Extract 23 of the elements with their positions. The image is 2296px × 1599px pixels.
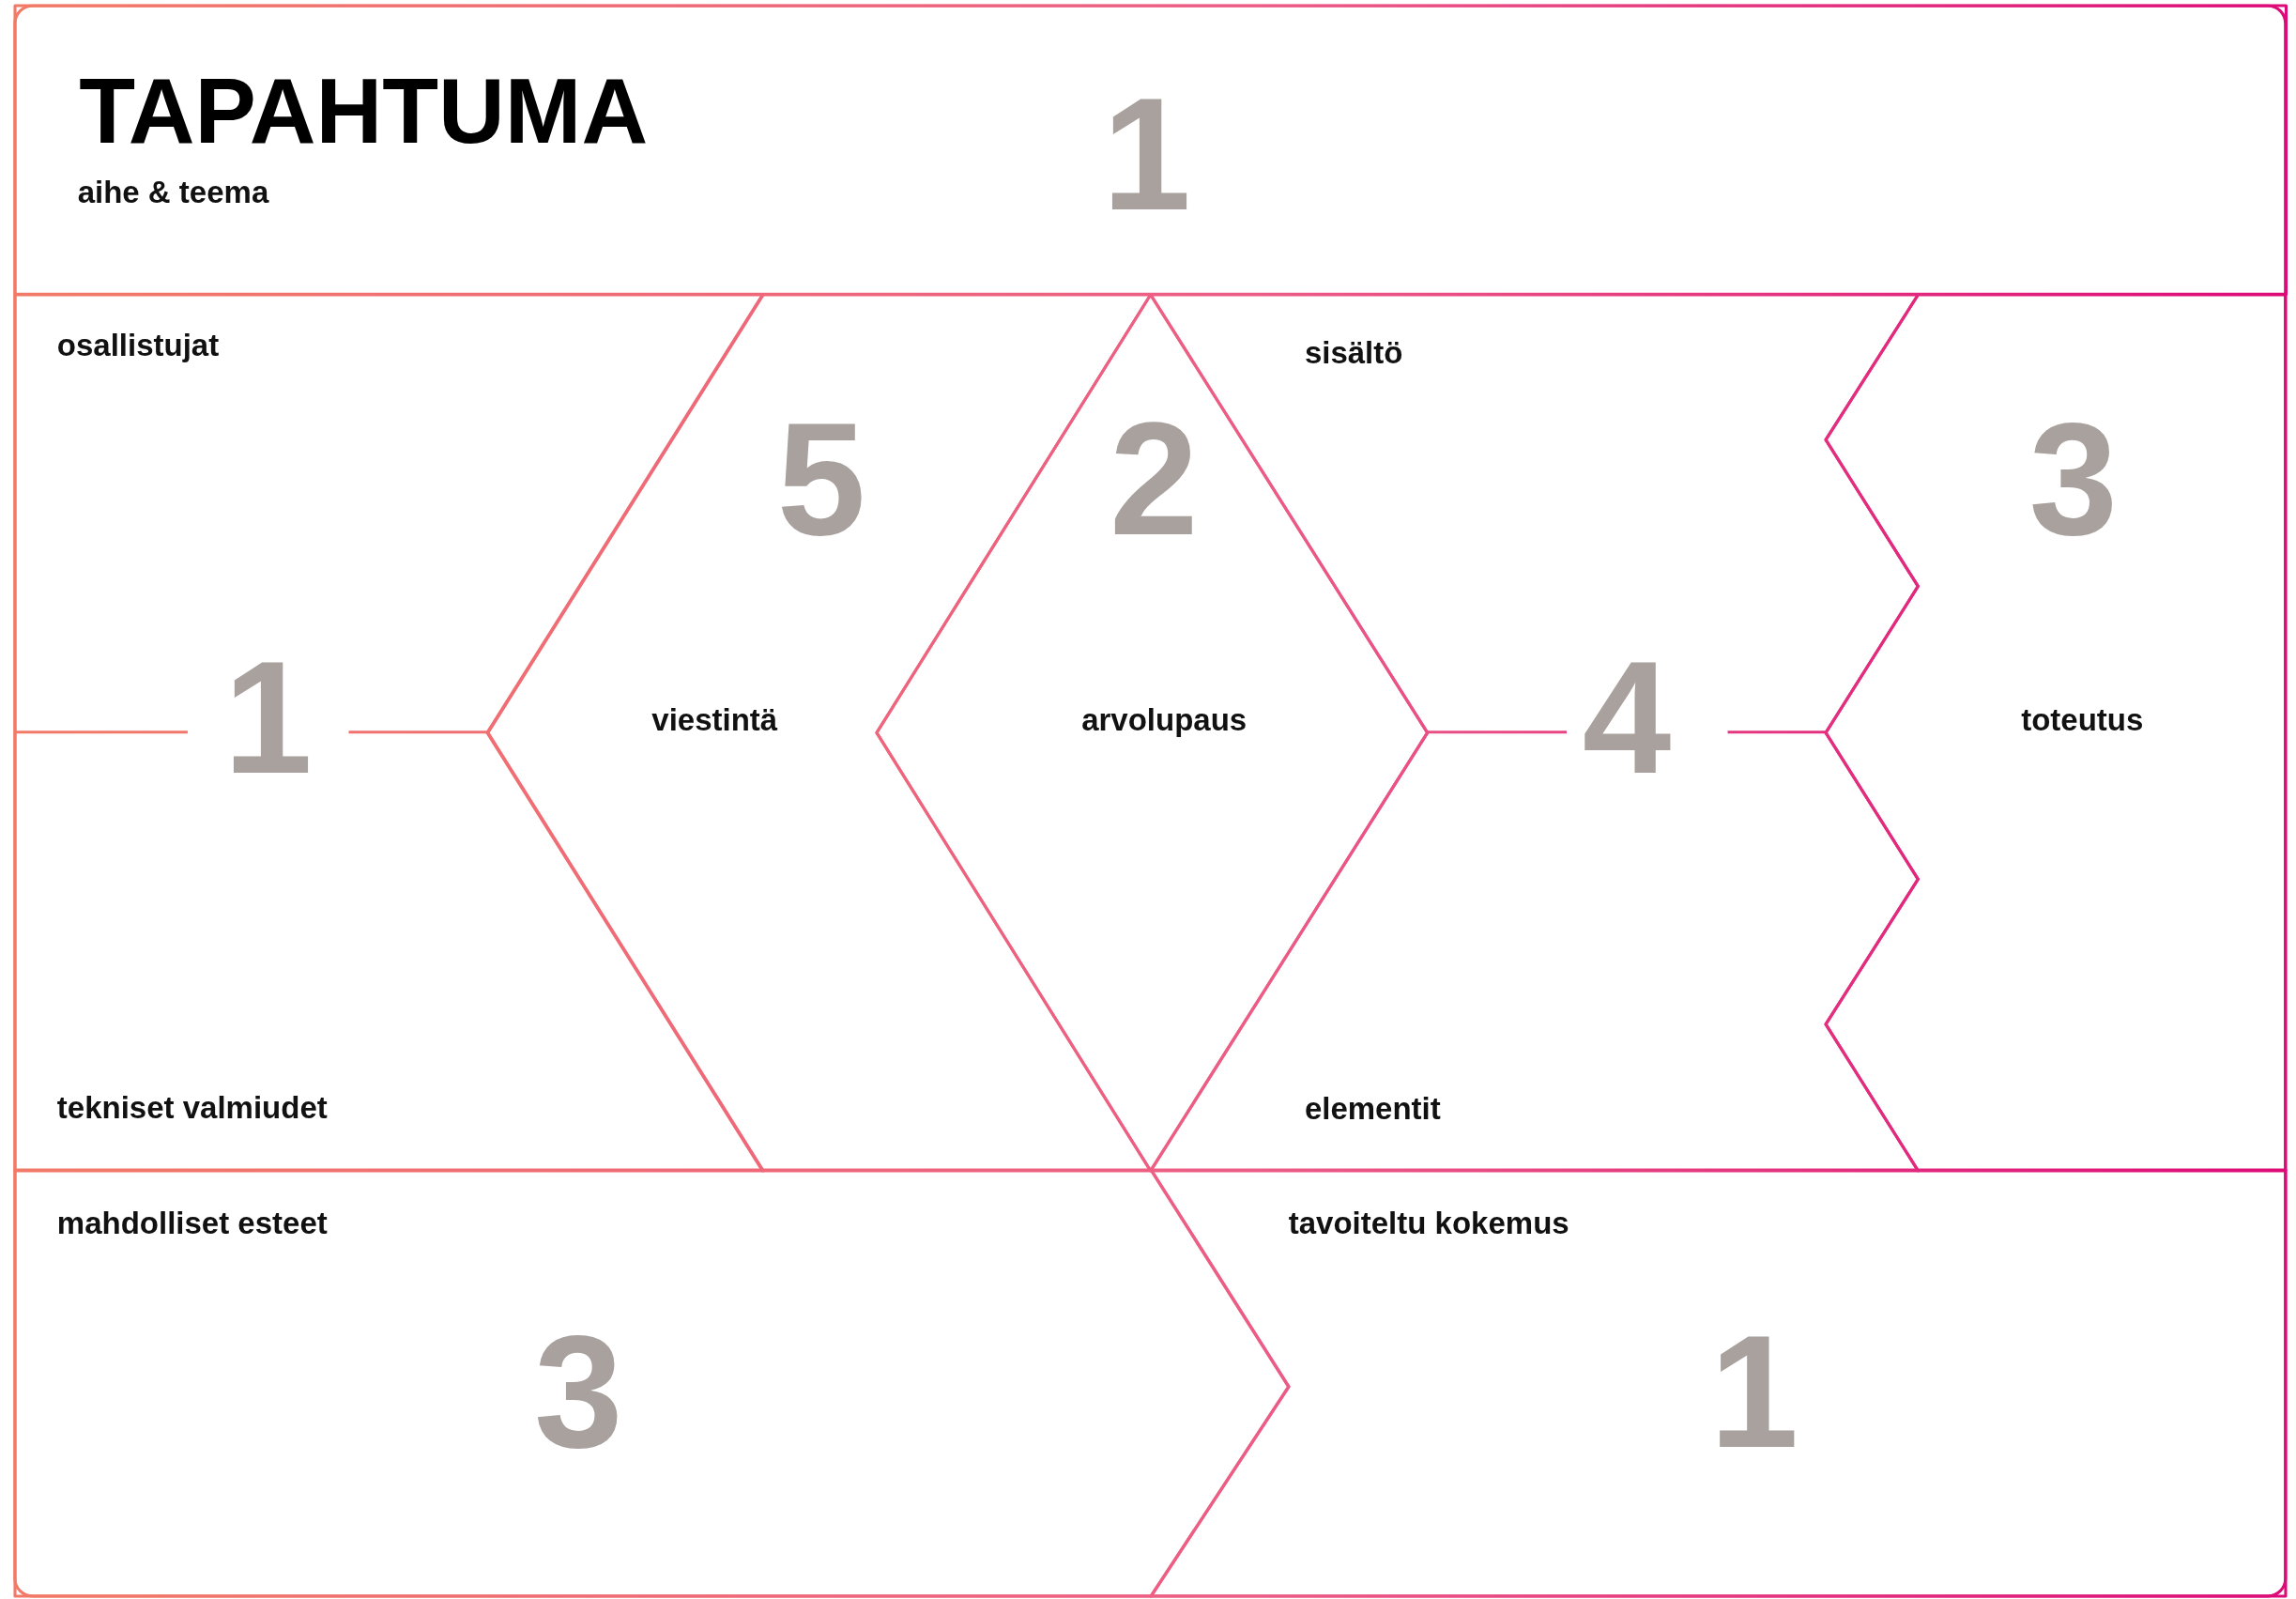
canvas-title: TAPAHTUMA: [79, 64, 649, 157]
section-label: elementit: [1304, 1091, 1441, 1128]
section-label: tekniset valmiudet: [56, 1089, 328, 1126]
canvas-section: [1151, 1170, 2287, 1597]
section-label: arvolupaus: [1081, 702, 1247, 739]
section-number: 3: [533, 1311, 623, 1471]
section-label: aihe & teema: [77, 174, 269, 210]
section-label: toteutus: [2021, 702, 2144, 739]
section-label: osallistujat: [56, 328, 220, 364]
section-label: sisältö: [1304, 335, 1403, 372]
canvas-section: [1826, 294, 2287, 1171]
section-label: mahdolliset esteet: [56, 1205, 328, 1241]
section-number: 2: [1109, 399, 1199, 560]
section-number: 5: [776, 399, 866, 560]
canvas-section: [14, 1170, 1289, 1597]
section-number: 1: [223, 638, 313, 798]
section-number: 1: [1102, 73, 1191, 234]
section-label: tavoiteltu kokemus: [1288, 1205, 1569, 1241]
section-label: viestintä: [651, 702, 778, 739]
section-number: 4: [1582, 638, 1672, 798]
section-number: 3: [2028, 399, 2119, 560]
section-number: 1: [1709, 1311, 1799, 1471]
header-band: [14, 6, 2287, 295]
